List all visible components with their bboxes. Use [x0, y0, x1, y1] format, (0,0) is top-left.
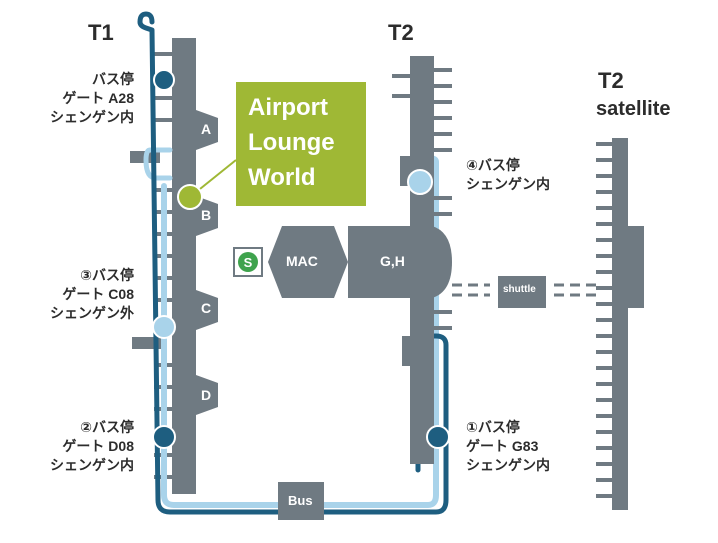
- airport-lounge-world-box[interactable]: Airport Lounge World: [236, 82, 366, 206]
- t2-satellite: [612, 138, 644, 510]
- shuttle-label: shuttle: [503, 284, 536, 295]
- bus-stop-c08-label: ③バス停 ゲート C08 シェンゲン外: [50, 267, 134, 321]
- shuttle-link: [452, 283, 596, 297]
- terminal-t2-label: T2: [388, 20, 414, 45]
- mac-label: MAC: [286, 253, 318, 269]
- t1-pier: [130, 38, 218, 494]
- bus-stop-g83-label: ①バス停 ゲート G83 シェンゲン内: [466, 419, 550, 473]
- bus-stop-d08-icon[interactable]: [152, 425, 176, 449]
- bus-building: [278, 482, 324, 520]
- schengen-s-icon: S: [233, 247, 263, 277]
- pier-d-label: D: [201, 387, 212, 403]
- pier-c-label: C: [201, 300, 212, 316]
- mac-building: [268, 226, 348, 298]
- bus-stop-d08-label: ②バス停 ゲート D08 シェンゲン内: [50, 419, 134, 473]
- satellite-label: satellite: [596, 98, 671, 120]
- bus-stop-c08-icon[interactable]: [152, 315, 176, 339]
- pier-b-label: B: [201, 207, 212, 223]
- satellite-t2-label: T2: [598, 68, 624, 93]
- terminal-t1-label: T1: [88, 20, 114, 45]
- bus-stop-a28-icon[interactable]: [153, 69, 175, 91]
- bus-stop-g83-icon[interactable]: [426, 425, 450, 449]
- bus-stop-a28-label: バス停 ゲート A28 シェンゲン内: [50, 71, 134, 125]
- t2-ticks: [392, 68, 452, 330]
- satellite-ticks: [596, 142, 612, 498]
- shuttle-building: [498, 276, 546, 308]
- t2-pier: [348, 56, 452, 464]
- lounge-location-icon[interactable]: [177, 184, 203, 210]
- bus-stop-4-label: ④バス停 シェンゲン内: [466, 157, 550, 192]
- bus-label: Bus: [288, 493, 313, 508]
- svg-text:S: S: [244, 255, 253, 270]
- gh-label: G,H: [380, 253, 405, 269]
- pier-a-label: A: [201, 121, 212, 137]
- bus-stop-4-icon[interactable]: [407, 169, 433, 195]
